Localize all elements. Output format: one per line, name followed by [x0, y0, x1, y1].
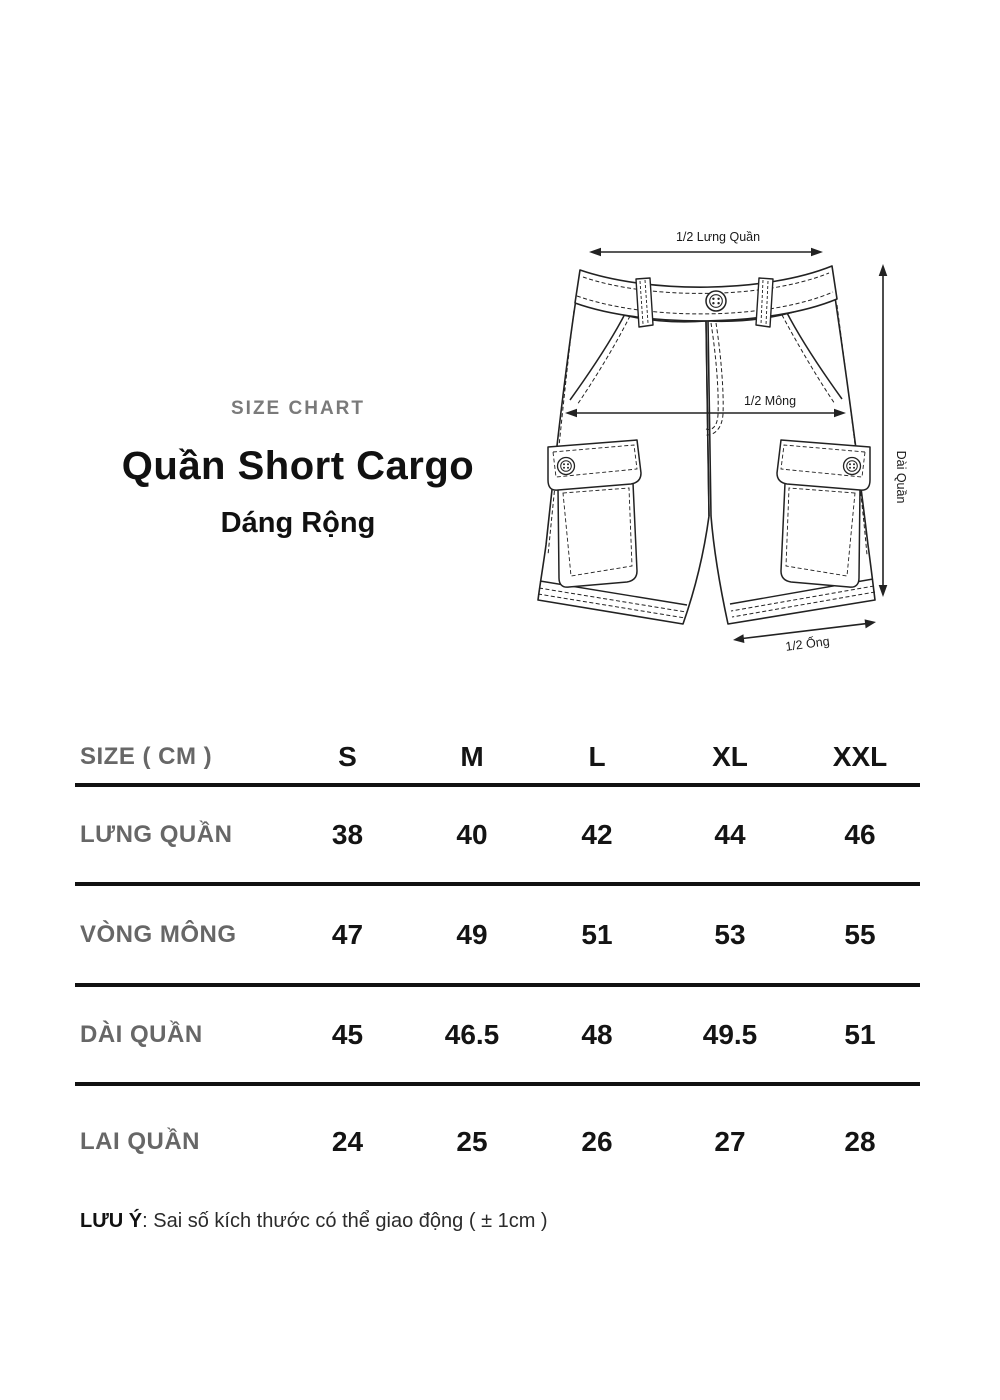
- size-table: SIZE ( CM ) S M L XL XXL LƯNG QUẦN 38 40…: [75, 730, 920, 1198]
- cell-value: 24: [331, 1126, 364, 1157]
- table-row-length: DÀI QUẦN 45 46.5 48 49.5 51: [75, 987, 920, 1086]
- dimension-length: Dài Quần: [878, 264, 908, 597]
- cell-value: 26: [581, 1126, 613, 1157]
- table-row-hip: VÒNG MÔNG 47 49 51 53 55: [75, 886, 920, 987]
- note-prefix: LƯU Ý: [80, 1210, 143, 1232]
- cell-value: 51: [844, 1018, 876, 1050]
- page-title: Quần Short Cargo: [121, 444, 475, 488]
- table-row-waist: LƯNG QUẦN 38 40 42 44 46: [75, 787, 920, 886]
- cell-value: 47: [331, 918, 364, 950]
- row-label: LƯNG QUẦN: [80, 820, 233, 848]
- row-label: VÒNG MÔNG: [80, 920, 237, 948]
- label-leg-opening: 1/2 Ống: [784, 633, 830, 654]
- cell-value: 25: [456, 1126, 488, 1157]
- row-label: DÀI QUẦN: [80, 1020, 203, 1048]
- page-subtitle: Dáng Rộng: [220, 507, 376, 539]
- label-hip: 1/2 Mông: [744, 394, 796, 408]
- cargo-pocket-right: [776, 439, 871, 588]
- label-waist: 1/2 Lưng Quần: [676, 230, 760, 244]
- cell-value: 28: [844, 1126, 876, 1157]
- cell-value: 46: [844, 818, 876, 850]
- cargo-pocket-left: [547, 439, 642, 588]
- belt-loops: [635, 277, 774, 328]
- cell-value: 38: [331, 818, 364, 850]
- title-block: SIZE CHART Quần Short Cargo Dáng Rộng: [78, 398, 518, 540]
- cell-value: 48: [581, 1018, 613, 1050]
- cell-value: 46.5: [444, 1018, 500, 1050]
- size-col-l: L: [588, 740, 606, 772]
- dimension-waist: 1/2 Lưng Quần: [589, 230, 823, 257]
- table-header-row: SIZE ( CM ) S M L XL XXL: [75, 730, 920, 787]
- waist-button: [705, 290, 727, 312]
- table-unit-header: SIZE ( CM ): [80, 742, 213, 770]
- label-length: Dài Quần: [894, 451, 908, 504]
- eyebrow-size-chart: SIZE CHART: [231, 398, 365, 419]
- row-label: LAI QUẦN: [80, 1128, 200, 1155]
- cell-value: 45: [331, 1018, 364, 1050]
- size-col-s: S: [338, 740, 357, 772]
- cell-value: 42: [581, 818, 613, 850]
- table-row-leg-opening: LAI QUẦN 24 25 26 27 28: [75, 1086, 920, 1198]
- dimension-leg-opening: 1/2 Ống: [733, 619, 876, 654]
- cell-value: 51: [581, 918, 613, 950]
- size-col-xl: XL: [712, 740, 748, 772]
- cell-value: 55: [844, 918, 876, 950]
- size-col-xxl: XXL: [832, 740, 888, 772]
- cell-value: 40: [456, 818, 488, 850]
- cell-value: 49.5: [702, 1018, 758, 1050]
- stitch-lines: [537, 304, 876, 619]
- size-col-m: M: [460, 740, 484, 772]
- side-pockets: [569, 310, 843, 401]
- shorts-svg: 1/2 Lưng Quần 1/2 Mông Dài Quần: [537, 230, 908, 654]
- cell-value: 53: [714, 918, 746, 950]
- shorts-technical-drawing: 1/2 Lưng Quần 1/2 Mông Dài Quần: [530, 215, 950, 675]
- tolerance-note: LƯU Ý: Sai số kích thước có thể giao độn…: [80, 1210, 548, 1233]
- center-front-seam: [705, 320, 710, 517]
- note-text: : Sai số kích thước có thể giao động ( ±…: [142, 1210, 548, 1232]
- dimension-hip: 1/2 Mông: [565, 394, 846, 418]
- cell-value: 44: [714, 818, 746, 850]
- cell-value: 27: [714, 1126, 746, 1157]
- cell-value: 49: [456, 918, 488, 950]
